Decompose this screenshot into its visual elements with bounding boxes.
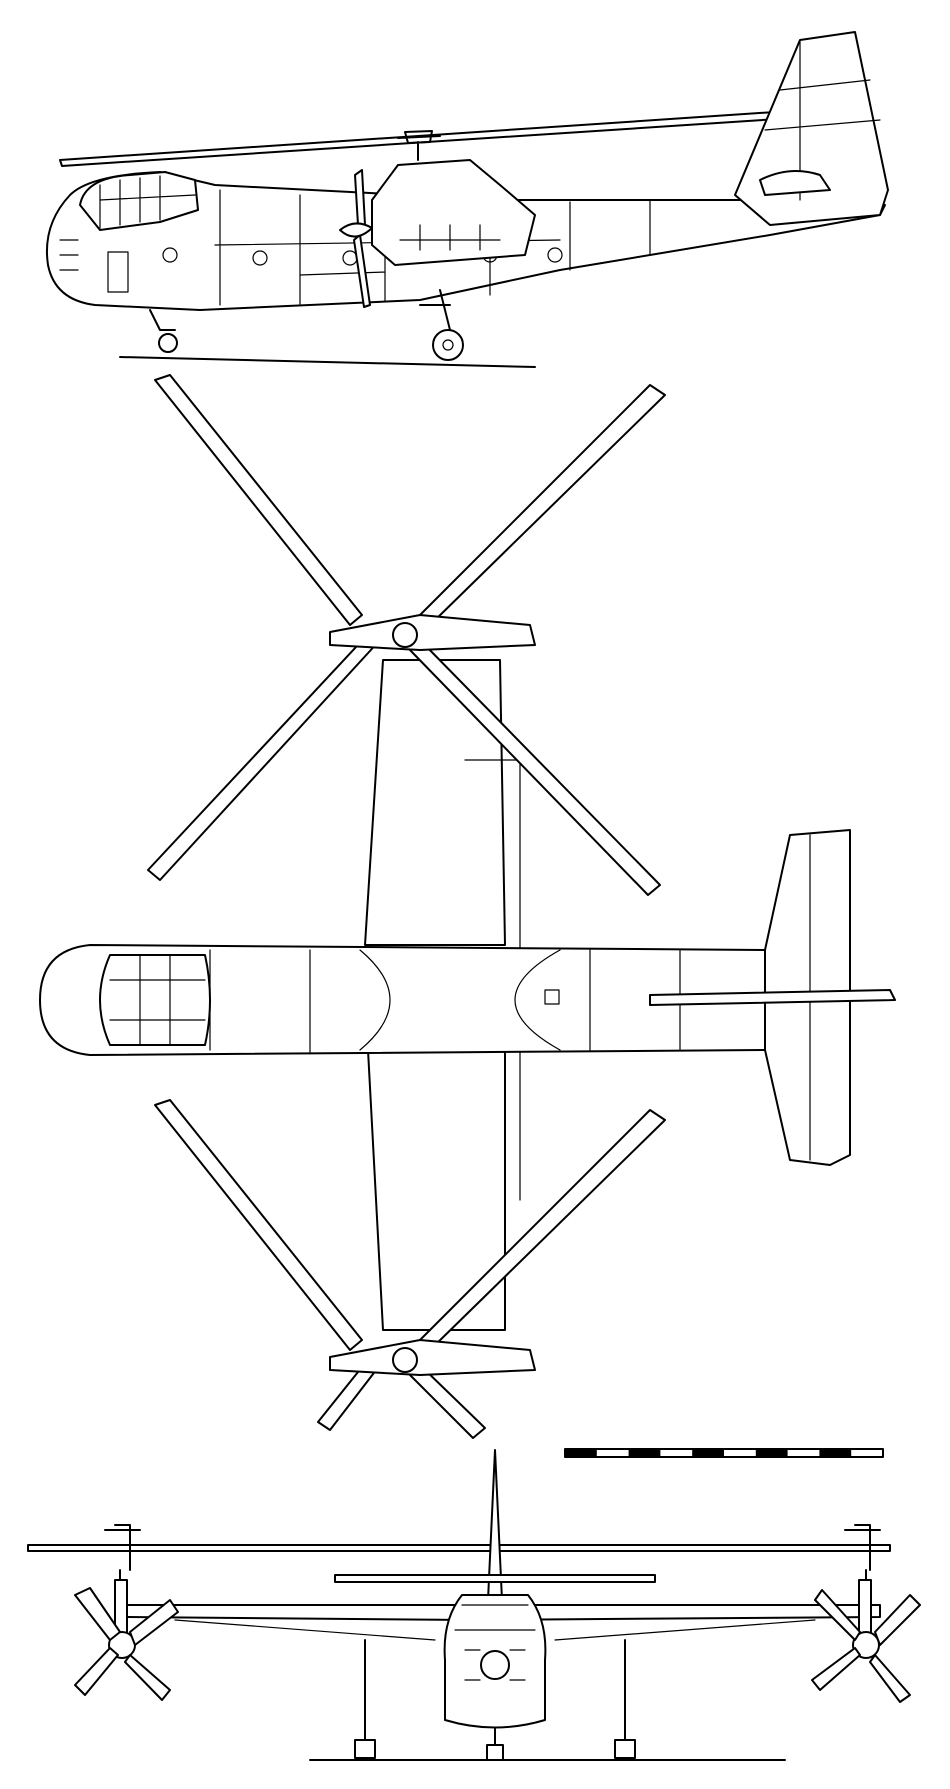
- top-fin-plan: [649, 989, 896, 1006]
- side-nose-windows: [59, 239, 79, 271]
- scale-bar-segment: [628, 1449, 661, 1457]
- side-rotor-hub: [397, 130, 441, 161]
- side-main-wheel-hub: [442, 339, 454, 351]
- top-lower-rotor-hub: [392, 1347, 418, 1373]
- top-view: [39, 374, 896, 1439]
- front-right-propeller: [811, 1589, 921, 1703]
- top-cockpit-frames: [109, 954, 206, 1046]
- front-horizontal-tail: [334, 1574, 656, 1583]
- front-nose-cone: [480, 1650, 510, 1680]
- top-upper-rotor-blade: [154, 374, 363, 626]
- front-gear-struts: [364, 1639, 626, 1746]
- top-lower-rotor-blade: [154, 1099, 363, 1351]
- top-upper-rotor-blade: [419, 384, 666, 626]
- scale-bar: [564, 1448, 884, 1458]
- front-canopy-frames: [454, 1604, 536, 1631]
- top-lower-nacelle: [329, 1339, 536, 1376]
- side-ground-line: [119, 356, 536, 368]
- top-hatch: [544, 989, 560, 1005]
- top-wing-fillets: [359, 949, 561, 1051]
- side-horizontal-stabilizer: [759, 170, 831, 196]
- scale-bar-segment: [565, 1449, 597, 1457]
- front-view: [27, 1449, 921, 1761]
- side-canopy-frames: [99, 175, 196, 229]
- side-main-wheel: [432, 329, 464, 361]
- top-fuselage: [39, 944, 791, 1056]
- scale-bar-segment: [819, 1449, 852, 1457]
- front-wing-struts: [174, 1619, 816, 1641]
- scale-bar-segment: [692, 1449, 724, 1457]
- top-wing-upper: [364, 659, 506, 946]
- side-nose-wheel: [158, 333, 178, 353]
- side-window: [252, 250, 268, 266]
- scale-bar-segment: [755, 1449, 788, 1457]
- side-window: [162, 247, 178, 263]
- side-nose-gear-strut: [149, 309, 176, 331]
- side-main-gear-strut: [419, 289, 451, 331]
- side-engine-nacelle: [371, 159, 536, 266]
- side-door: [107, 251, 129, 293]
- side-window: [547, 247, 563, 263]
- front-rotor-blades: [27, 1544, 891, 1552]
- side-vertical-tail: [734, 31, 889, 226]
- top-upper-rotor-hub: [392, 622, 418, 648]
- top-cockpit: [99, 954, 211, 1046]
- side-propeller-spinner: [339, 222, 373, 238]
- side-view: [46, 31, 889, 368]
- top-lower-rotor-blade: [409, 1364, 486, 1439]
- front-wheels: [354, 1739, 636, 1761]
- top-upper-rotor-blade: [147, 631, 381, 881]
- side-cockpit-canopy: [79, 171, 199, 231]
- side-nacelle-details: [399, 224, 501, 251]
- front-right-nacelle: [858, 1579, 872, 1641]
- top-upper-nacelle: [329, 614, 536, 651]
- front-left-propeller: [74, 1587, 179, 1701]
- front-nose-windows: [464, 1649, 526, 1681]
